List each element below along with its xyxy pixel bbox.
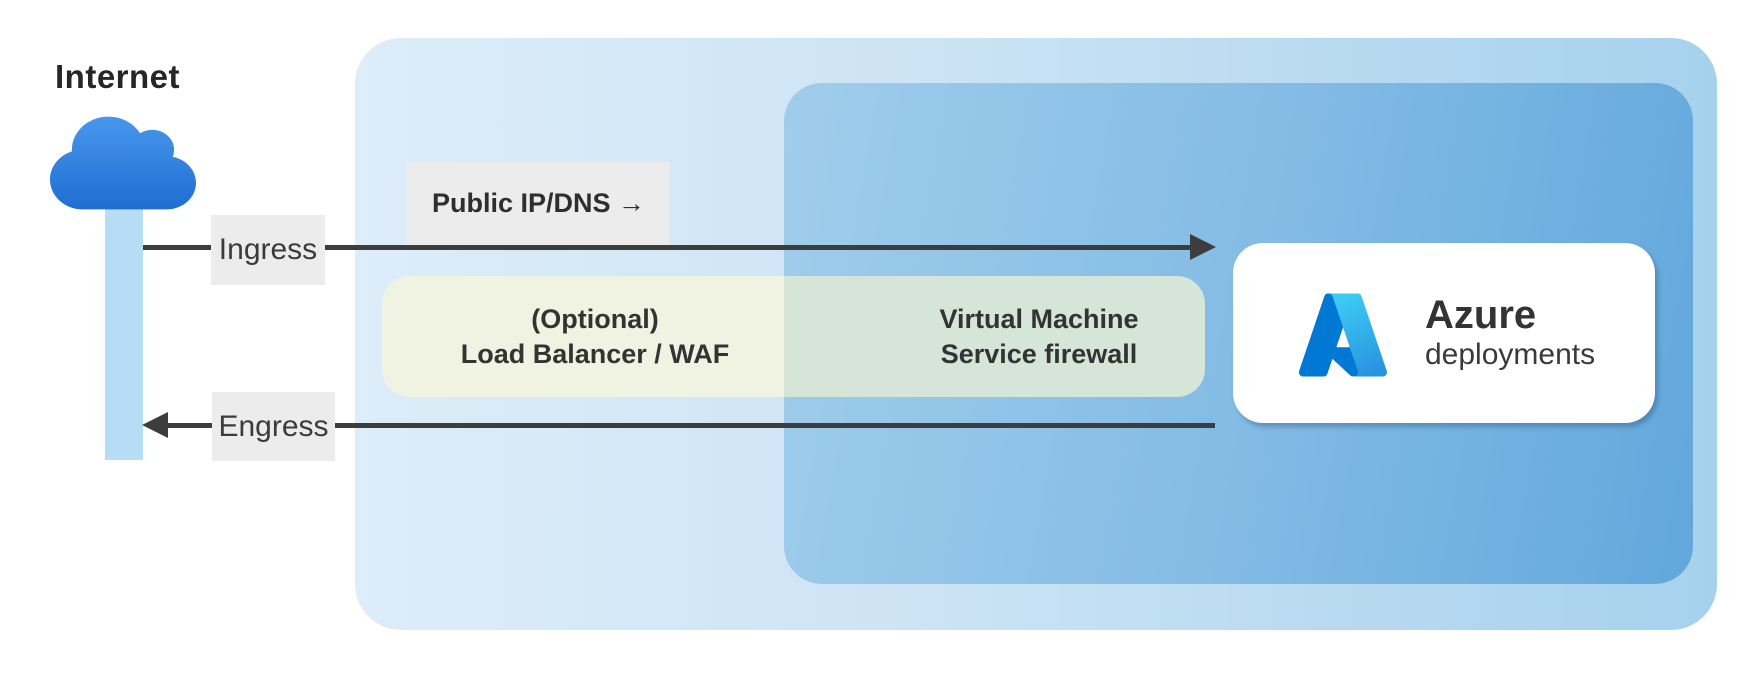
egress-label-box: Engress (212, 392, 335, 461)
ingress-arrow-line (143, 245, 1191, 250)
vm-firewall-line2: Service firewall (940, 338, 1138, 369)
azure-card-title: Azure (1425, 293, 1537, 337)
egress-arrowhead-icon (142, 412, 168, 438)
azure-deployments-card: Azure deployments (1233, 243, 1655, 423)
azure-card-subtitle: deployments (1425, 338, 1596, 371)
public-ip-dns-box: Public IP/DNS → (407, 162, 670, 245)
internet-connection-bar (105, 185, 143, 460)
azure-logo-icon (1299, 293, 1387, 377)
middleware-band: (Optional) Load Balancer / WAF Virtual M… (382, 276, 1205, 397)
ingress-arrowhead-icon (1190, 234, 1216, 260)
vm-firewall-line1: Virtual Machine (939, 303, 1139, 334)
public-ip-dns-label: Public IP/DNS → (431, 188, 646, 218)
azure-card-text: Azure deployments (1425, 293, 1595, 373)
internet-label: Internet (55, 58, 181, 95)
ingress-label: Ingress (218, 233, 318, 266)
egress-label: Engress (218, 409, 329, 443)
load-balancer-line2: Load Balancer / WAF (460, 338, 730, 369)
internet-cloud-icon (50, 116, 196, 210)
vm-firewall-box: Virtual Machine Service firewall (858, 276, 1220, 397)
load-balancer-box: (Optional) Load Balancer / WAF (394, 276, 796, 397)
load-balancer-line1: (Optional) (531, 303, 659, 334)
egress-arrow-line (164, 423, 1215, 428)
ingress-label-box: Ingress (211, 215, 325, 285)
